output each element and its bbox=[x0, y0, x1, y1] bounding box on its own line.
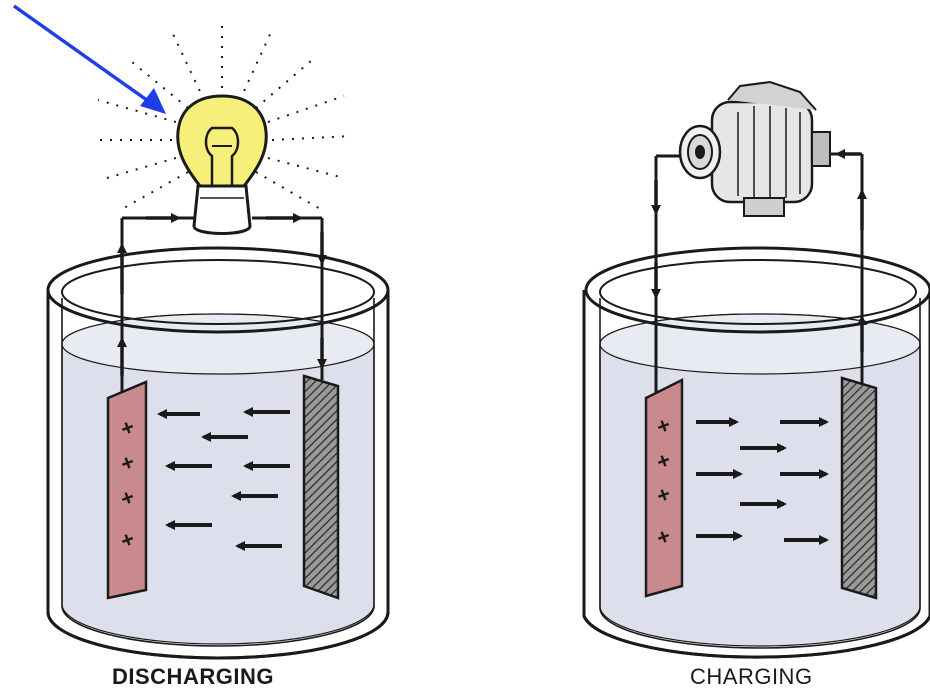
blue-pointer-arrow-icon bbox=[12, 4, 166, 114]
left-positive-plate: + + + + bbox=[106, 380, 148, 600]
alternator-icon bbox=[678, 80, 831, 217]
discharging-cell: + + + + bbox=[12, 4, 390, 660]
left-current-arrows bbox=[117, 213, 327, 376]
right-jar bbox=[582, 246, 930, 659]
right-ion-flow-arrows bbox=[696, 417, 829, 545]
right-negative-plate bbox=[840, 376, 878, 600]
right-current-arrows bbox=[651, 149, 867, 352]
charging-caption: CHARGING bbox=[690, 664, 813, 689]
right-positive-plate: + + + + bbox=[644, 377, 684, 598]
charging-cell: + + + + bbox=[582, 80, 930, 659]
left-ion-flow-arrows bbox=[157, 407, 290, 551]
light-bulb-icon bbox=[92, 22, 353, 235]
discharging-caption: DISCHARGING bbox=[112, 664, 274, 689]
left-negative-plate bbox=[302, 374, 340, 600]
